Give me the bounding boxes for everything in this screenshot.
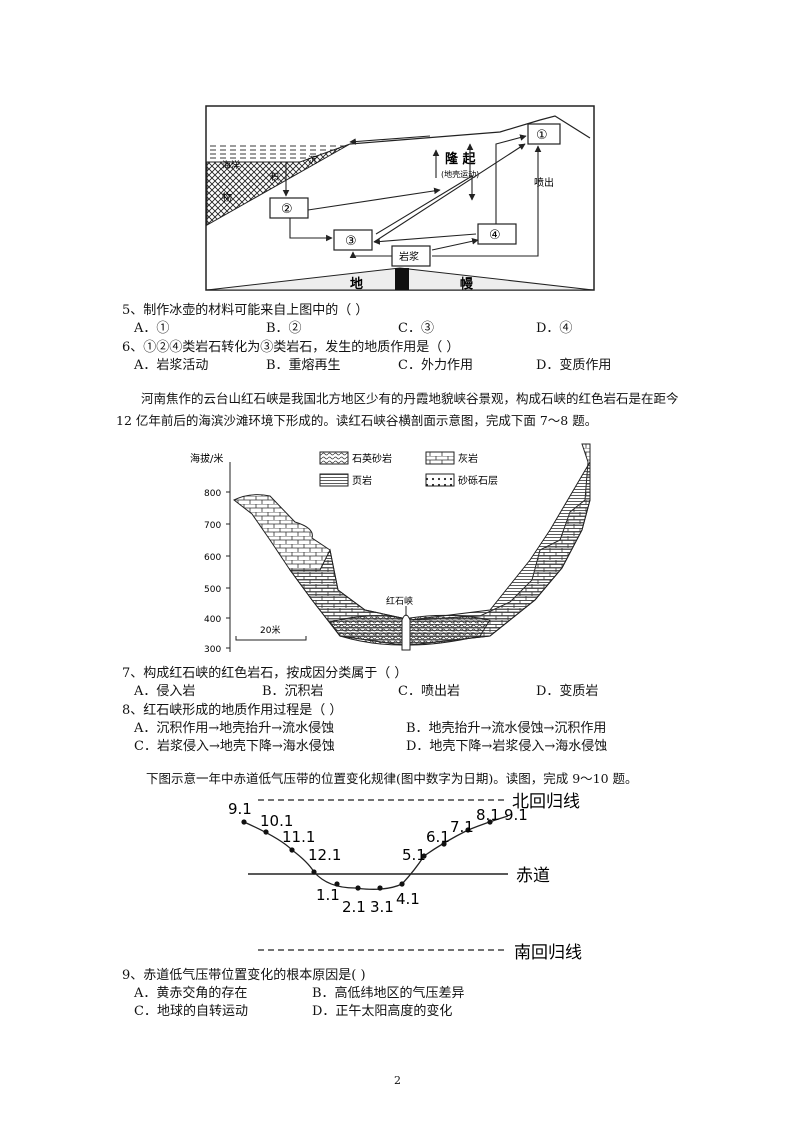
gorge-label: 红石峡 [386,595,413,607]
ocean-label: 海洋 [222,159,240,171]
svg-text:②: ② [281,202,293,217]
svg-text:④: ④ [489,228,501,243]
uplift-label: 隆 起 [445,151,477,167]
svg-text:1.1: 1.1 [316,886,340,904]
q5-option-c[interactable]: C．③ [398,321,434,336]
q7-option-a[interactable]: A．侵入岩 [134,684,196,699]
q5-text: 5、制作冰壶的材料可能来自上图中的（ ） [122,303,369,318]
scale-label: 20米 [260,624,280,636]
legend-quartz-swatch [319,451,349,465]
intro-7-8: 河南焦作的云台山红石峡是我国北方地区少有的丹霞地貌峡谷景观，构成石峡的红色岩石是… [116,391,679,428]
south-tropic-label: 南回归线 [514,943,582,963]
sediment-label-2: 积 [270,171,279,183]
rock-cycle-diagram: 地 幔 海洋 沉 积 物 ① ② ③ ④ 岩浆 隆 起 (地壳运动) 喷出 [205,105,595,292]
q6-option-a[interactable]: A．岩浆活动 [134,358,209,373]
legend-gravel: 砂砾石层 [458,474,498,487]
uplift-note: (地壳运动) [441,169,479,179]
node-4 [477,223,517,245]
q8-option-a[interactable]: A．沉积作用→地壳抬升→流水侵蚀 [134,721,335,736]
q8-text: 8、红石峡形成的地质作用过程是（ ） [122,703,343,718]
svg-text:9.1: 9.1 [504,806,528,824]
legend-quartz: 石英砂岩 [352,452,392,465]
erupt-label: 喷出 [534,176,554,189]
q9-option-b[interactable]: B．高低纬地区的气压差异 [312,986,465,1001]
mantle-label-1: 地 [350,276,363,292]
page-number: 2 [394,1074,401,1087]
q6-option-d[interactable]: D．变质作用 [536,358,612,373]
y-ticks: 800 700 600 500 400 300 [204,489,230,655]
legend-shale-swatch [319,473,349,487]
svg-text:2.1: 2.1 [342,898,366,916]
q8-option-d[interactable]: D．地壳下降→岩浆侵入→海水侵蚀 [406,739,608,754]
q7-option-d[interactable]: D．变质岩 [536,684,599,699]
q6-option-c[interactable]: C．外力作用 [398,358,473,373]
q5-option-a[interactable]: A．① [134,321,170,336]
svg-text:7.1: 7.1 [450,818,474,836]
gorge-cross-section: 海拔/米 800 700 600 500 400 300 红石峡 20米 石英砂… [190,443,591,655]
q7-text: 7、构成红石峡的红色岩石，按成因分类属于（ ） [122,666,408,681]
svg-text:3.1: 3.1 [370,898,394,916]
legend-shale: 页岩 [352,474,372,487]
q5-option-d[interactable]: D．④ [536,321,573,336]
svg-text:12.1: 12.1 [308,846,341,864]
q8-option-c[interactable]: C．岩浆侵入→地壳下降→海水侵蚀 [134,739,335,754]
svg-text:①: ① [536,128,548,143]
legend-limestone: 灰岩 [458,452,478,465]
q9-option-c[interactable]: C．地球的自转运动 [134,1004,248,1019]
q5-option-b[interactable]: B．② [266,321,302,336]
svg-text:6.1: 6.1 [426,828,450,846]
svg-text:9.1: 9.1 [228,800,252,818]
svg-text:4.1: 4.1 [396,890,420,908]
q7-option-c[interactable]: C．喷出岩 [398,684,460,699]
svg-text:800: 800 [204,489,221,499]
svg-text:10.1: 10.1 [260,812,293,830]
intro-9-10: 下图示意一年中赤道低气压带的位置变化规律(图中数字为日期)。读图，完成 9～10… [146,771,638,786]
svg-text:11.1: 11.1 [282,828,315,846]
svg-text:600: 600 [204,553,221,563]
q9-text: 9、赤道低气压带位置变化的根本原因是( ) [122,968,366,983]
pressure-belt-diagram: 北回归线 赤道 南回归线 9.1 10.1 11.1 12.1 1.1 2.1 … [228,792,582,963]
legend-gravel-swatch [425,473,455,487]
node-2 [269,197,309,219]
north-tropic-label: 北回归线 [512,792,580,812]
sediment-label-1: 沉 [308,155,317,166]
q8-option-b[interactable]: B．地壳抬升→流水侵蚀→沉积作用 [406,721,607,736]
mantle-label-2: 幔 [460,276,474,292]
q9-option-d[interactable]: D．正午太阳高度的变化 [312,1004,453,1019]
q9-option-a[interactable]: A．黄赤交角的存在 [134,986,248,1001]
sediment-label-3: 物 [222,191,232,204]
svg-text:500: 500 [204,585,221,595]
q6-text: 6、①②④类岩石转化为③类岩石，发生的地质作用是（ ） [122,340,460,355]
node-3 [333,229,373,251]
node-1 [527,123,561,145]
svg-text:岩浆: 岩浆 [399,250,419,263]
q6-option-b[interactable]: B．重熔再生 [266,358,341,373]
svg-text:8.1: 8.1 [476,806,500,824]
svg-text:700: 700 [204,521,221,531]
svg-text:③: ③ [345,234,357,249]
equator-label: 赤道 [516,866,550,886]
svg-text:400: 400 [204,615,221,625]
svg-text:300: 300 [204,645,221,655]
y-axis-label: 海拔/米 [190,452,223,465]
date-labels: 9.1 10.1 11.1 12.1 1.1 2.1 3.1 4.1 5.1 6… [228,800,528,916]
svg-text:5.1: 5.1 [402,846,426,864]
legend-limestone-swatch [425,451,455,465]
q7-option-b[interactable]: B．沉积岩 [262,684,324,699]
